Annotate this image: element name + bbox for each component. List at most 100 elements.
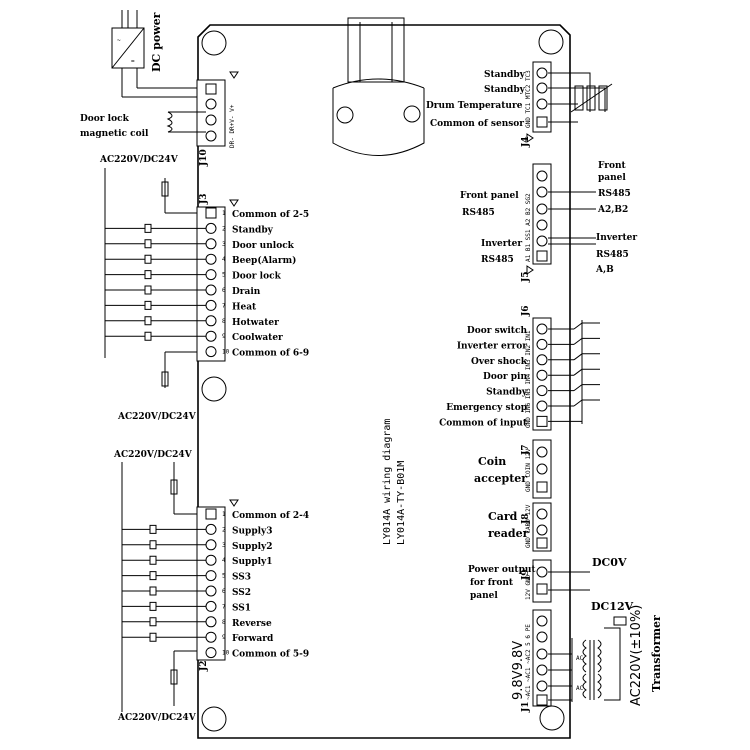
svg-text:AC: AC [576, 655, 584, 662]
j6-row-2: Inverter error [457, 338, 600, 351]
svg-text:GND COIN 12V: GND COIN 12V [525, 448, 532, 492]
j9-label: J9 [521, 569, 531, 581]
j2-row-3: 3 Supply2 [122, 540, 273, 552]
j5-label: J5 [521, 271, 531, 283]
j6-label: J6 [521, 305, 531, 317]
relay-component [333, 18, 424, 156]
j4-label-drum-temp: Drum Temperature [426, 101, 523, 111]
j2-row-1: 1 Common of 2-4 [206, 509, 309, 521]
j3-load-box [145, 224, 151, 232]
j3-label: Beep(Alarm) [232, 255, 296, 266]
j3-pin-number: 9 [222, 333, 226, 340]
j1-label: J1 [521, 701, 531, 713]
j2-label: Supply1 [232, 557, 273, 567]
connector-j7: GND COIN 12V J7 [521, 440, 551, 498]
j3-row-4: 4 Beep(Alarm) [105, 254, 296, 266]
board-title-line1: LY014A wiring diagram [382, 419, 393, 545]
j9-dc0v: DC0V [592, 556, 627, 569]
j2-pin-number: 1 [222, 511, 226, 518]
j4-pins: GND TC1 MTC2 TC3 [525, 70, 532, 128]
j6-row-3: Over shock [471, 354, 600, 367]
svg-text:12V GND: 12V GND [525, 574, 532, 600]
mounting-hole-bottom-left [202, 707, 226, 731]
connector-j2: J2 [197, 500, 238, 672]
svg-text:=: = [131, 58, 135, 65]
j6-label: Inverter error [457, 341, 527, 351]
j2-load-box [150, 556, 156, 564]
j9-power-line1: Power output [468, 565, 536, 575]
pcb-board [198, 25, 570, 738]
j6-label: Door switch [467, 326, 528, 336]
j2-pin-terminal [206, 648, 216, 658]
j4-label: J4 [521, 136, 531, 148]
j3-load-box [145, 286, 151, 294]
dc-power-label: DC power [150, 12, 163, 72]
supply-label-j2-top: AC220V/DC24V [113, 450, 193, 460]
j1-transformer-label: Transformer [650, 615, 663, 692]
j2-load-box [150, 572, 156, 580]
j2-label: SS2 [232, 588, 251, 598]
j2-label: Common of 5-9 [232, 650, 309, 660]
connector-j8: GND CARD 12V J8 [521, 503, 551, 551]
connector-j9: 12V GND J9 [521, 560, 590, 602]
j6-row-6: Emergency stop [446, 400, 600, 413]
j2-load-box [150, 618, 156, 626]
mounting-hole-mid-left [202, 377, 226, 401]
j8-card-line1: Card [488, 510, 518, 523]
j6-pin-terminal [537, 386, 547, 396]
j6-row-4: Door pin [483, 369, 600, 382]
j2-load-box [150, 541, 156, 549]
j6-label: Standby [486, 388, 528, 398]
supply-label-top-left: AC220V/DC24V [99, 155, 179, 165]
j6-row-5: Standby [486, 385, 600, 398]
j6-label: Door pin [483, 372, 527, 382]
j3-pin-number: 6 [222, 287, 226, 294]
j2-label: Common of 2-4 [232, 511, 309, 521]
j3-pin-number: 7 [222, 302, 226, 309]
j3-load-box [145, 240, 151, 248]
j5-inverter-right-1: Inverter [596, 233, 637, 243]
j5-front-panel-left-1: Front panel [460, 191, 519, 201]
j7-coin-line2: accepter [474, 472, 527, 485]
j4-label-common: Common of sensor [430, 119, 524, 129]
j10-label: J10 [199, 149, 209, 167]
j3-label: Drain [232, 287, 261, 297]
connector-j1: ~AC1 ~AC1 ~AC2 5 6 PE J1 9.8V9.8V AC AC [511, 610, 626, 713]
j6-pin-terminal [537, 339, 547, 349]
j3-pin-number: 4 [222, 256, 226, 263]
j2-row-6: 6 SS2 [122, 586, 251, 598]
j3-pin-number: 10 [222, 349, 230, 356]
j1-transformer-supply: AC220V(±10%) [629, 605, 644, 706]
svg-text:AC: AC [576, 685, 584, 692]
door-lock-coil-line2: magnetic coil [80, 129, 149, 139]
j3-pin-terminal [206, 347, 216, 357]
j3-label: Hotwater [232, 318, 279, 328]
j3-label: Standby [232, 225, 274, 235]
j2-label: SS3 [232, 573, 251, 583]
j6-row-7: Common of input [439, 416, 582, 428]
j5-inverter-left-1: Inverter [481, 239, 522, 249]
connector-j5: A1 B1 SS1 A2 B2 SG2 J5 [521, 164, 596, 283]
j5-pins: A1 B1 SS1 A2 B2 SG2 [525, 193, 532, 262]
j5-front-panel-right-4: A2,B2 [597, 205, 628, 215]
j2-label: Supply2 [232, 542, 273, 552]
j2-pin-number: 3 [222, 542, 226, 549]
j3-label: Door unlock [232, 241, 295, 251]
j3-pin-number: 1 [222, 210, 226, 217]
connector-j4: GND TC1 MTC2 TC3 J4 [521, 62, 612, 148]
j2-pin-number: 6 [222, 588, 226, 595]
j9-power-line2: for front [470, 578, 514, 588]
